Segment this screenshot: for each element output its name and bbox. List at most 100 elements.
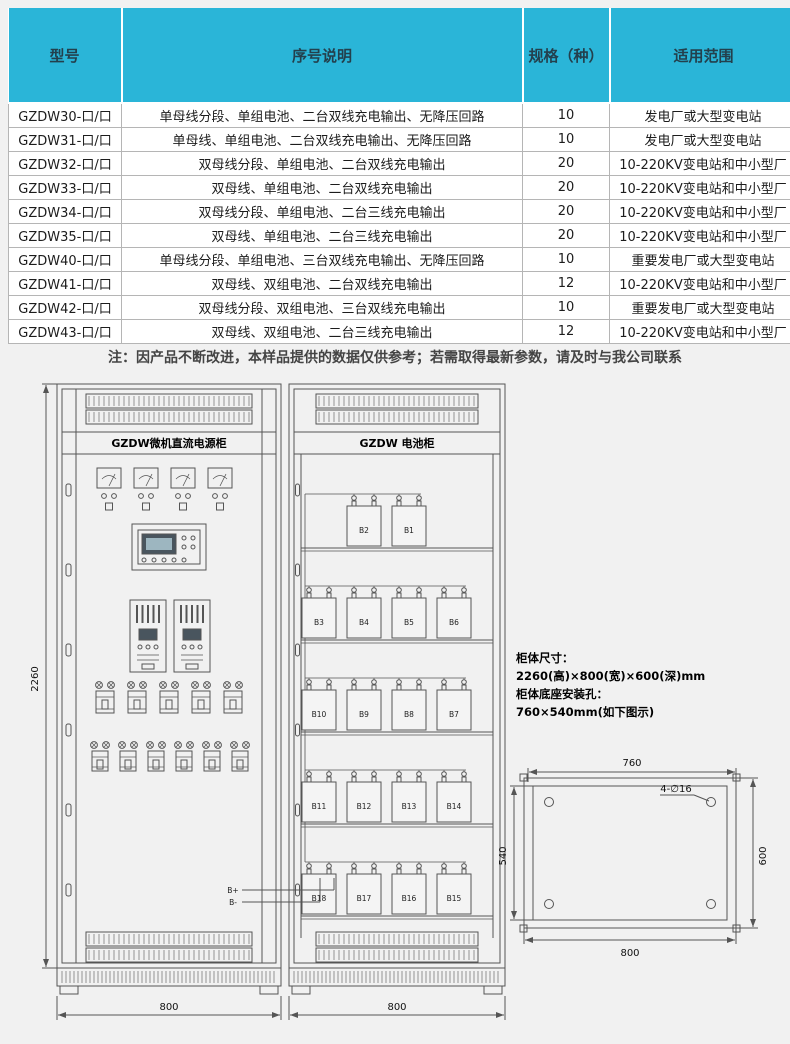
- col-header-model: 型号: [9, 8, 122, 103]
- base-bottom-dimension: 800: [620, 948, 639, 959]
- table-cell: 单母线分段、单组电池、二台双线充电输出、无降压回路: [122, 103, 523, 128]
- battery-label: B17: [357, 894, 372, 903]
- table-cell: 双母线分段、双组电池、三台双线充电输出: [122, 296, 523, 320]
- table-cell: 10-220KV变电站和中小型厂: [610, 176, 790, 200]
- table-cell: 10-220KV变电站和中小型厂: [610, 152, 790, 176]
- size-note-line-2: 2260(高)×800(宽)×600(深)mm: [516, 669, 705, 683]
- table-cell: GZDW34-口/口: [9, 200, 122, 224]
- power-cabinet-components: [57, 394, 281, 994]
- table-cell: 双母线、双组电池、二台三线充电输出: [122, 320, 523, 344]
- battery-label: B3: [314, 618, 324, 627]
- table-cell: 12: [523, 320, 610, 344]
- table-cell: 10-220KV变电站和中小型厂: [610, 272, 790, 296]
- terminal-wires: [242, 878, 334, 902]
- table-cell: 发电厂或大型变电站: [610, 103, 790, 128]
- table-cell: 10-220KV变电站和中小型厂: [610, 200, 790, 224]
- battery-label: B15: [447, 894, 462, 903]
- battery-label: B9: [359, 710, 369, 719]
- battery-label: B10: [312, 710, 327, 719]
- terminal-label-negative: B-: [229, 898, 237, 907]
- power-cabinet-title: GZDW微机直流电源柜: [111, 436, 226, 450]
- battery-label: B14: [447, 802, 462, 811]
- table-header-row: 型号 序号说明 规格（种） 适用范围: [9, 8, 790, 103]
- table-cell: 10-220KV变电站和中小型厂: [610, 320, 790, 344]
- table-cell: GZDW31-口/口: [9, 128, 122, 152]
- table-cell: 10: [523, 103, 610, 128]
- table-cell: 重要发电厂或大型变电站: [610, 248, 790, 272]
- table-cell: 20: [523, 176, 610, 200]
- col-header-description: 序号说明: [122, 8, 523, 103]
- battery-label: B7: [449, 710, 459, 719]
- table-cell: 10: [523, 248, 610, 272]
- battery-label: B8: [404, 710, 414, 719]
- battery-label: B1: [404, 526, 414, 535]
- note-text: 注：因产品不断改进，本样品提供的数据仅供参考；若需取得最新参数，请及时与我公司联…: [0, 344, 790, 372]
- size-note-line-3: 柜体底座安装孔：: [515, 687, 608, 701]
- table-cell: 12: [523, 272, 610, 296]
- mounting-hole: [707, 798, 716, 807]
- size-note-line-4: 760×540mm(如下图示): [516, 705, 654, 719]
- table-cell: 20: [523, 224, 610, 248]
- table-cell: 重要发电厂或大型变电站: [610, 296, 790, 320]
- base-left-dimension: 540: [498, 846, 509, 865]
- table-cell: 双母线、单组电池、二台双线充电输出: [122, 176, 523, 200]
- mounting-hole: [545, 798, 554, 807]
- size-note-line-1: 柜体尺寸：: [515, 651, 574, 665]
- table-cell: 单母线、单组电池、二台双线充电输出、无降压回路: [122, 128, 523, 152]
- base-top-dimension: 760: [622, 758, 641, 769]
- table-cell: 10: [523, 296, 610, 320]
- table-cell: 双母线分段、单组电池、二台双线充电输出: [122, 152, 523, 176]
- base-mounting-diagram: 760 4-∅16 540 60: [498, 758, 769, 959]
- battery-label: B4: [359, 618, 369, 627]
- height-dimension-label: 2260: [30, 666, 41, 691]
- table-cell: 双母线、双组电池、二台双线充电输出: [122, 272, 523, 296]
- table-cell: GZDW43-口/口: [9, 320, 122, 344]
- table-cell: 单母线分段、单组电池、三台双线充电输出、无降压回路: [122, 248, 523, 272]
- spec-table: 型号 序号说明 规格（种） 适用范围 GZDW30-口/口单母线分段、单组电池、…: [8, 8, 790, 344]
- table-cell: 双母线分段、单组电池、二台三线充电输出: [122, 200, 523, 224]
- table-cell: GZDW30-口/口: [9, 103, 122, 128]
- width-dimension-left-label: 800: [159, 1002, 178, 1013]
- table-cell: 20: [523, 152, 610, 176]
- table-cell: 10: [523, 128, 610, 152]
- battery-label: B13: [402, 802, 417, 811]
- col-header-range: 适用范围: [610, 8, 790, 103]
- table-cell: GZDW41-口/口: [9, 272, 122, 296]
- table-cell: 发电厂或大型变电站: [610, 128, 790, 152]
- table-cell: 双母线、单组电池、二台三线充电输出: [122, 224, 523, 248]
- battery-label: B16: [402, 894, 417, 903]
- mounting-hole: [545, 900, 554, 909]
- dimension-height: 2260: [30, 384, 57, 968]
- battery-label: B5: [404, 618, 414, 627]
- battery-label: B6: [449, 618, 459, 627]
- hole-spec-label: 4-∅16: [660, 784, 691, 795]
- table-cell: GZDW35-口/口: [9, 224, 122, 248]
- catalog-page: 型号 序号说明 规格（种） 适用范围 GZDW30-口/口单母线分段、单组电池、…: [0, 8, 790, 1022]
- table-cell: GZDW32-口/口: [9, 152, 122, 176]
- battery-label: B2: [359, 526, 369, 535]
- battery-label: B11: [312, 802, 327, 811]
- terminal-label-positive: B+: [227, 886, 238, 895]
- mounting-hole: [707, 900, 716, 909]
- dimension-width-right: 800: [289, 996, 505, 1020]
- size-annotation: 柜体尺寸： 2260(高)×800(宽)×600(深)mm 柜体底座安装孔： 7…: [515, 651, 705, 719]
- table-cell: 20: [523, 200, 610, 224]
- table-cell: 10-220KV变电站和中小型厂: [610, 224, 790, 248]
- table-cell: GZDW42-口/口: [9, 296, 122, 320]
- dimension-width-left: 800: [57, 996, 281, 1020]
- table-cell: GZDW33-口/口: [9, 176, 122, 200]
